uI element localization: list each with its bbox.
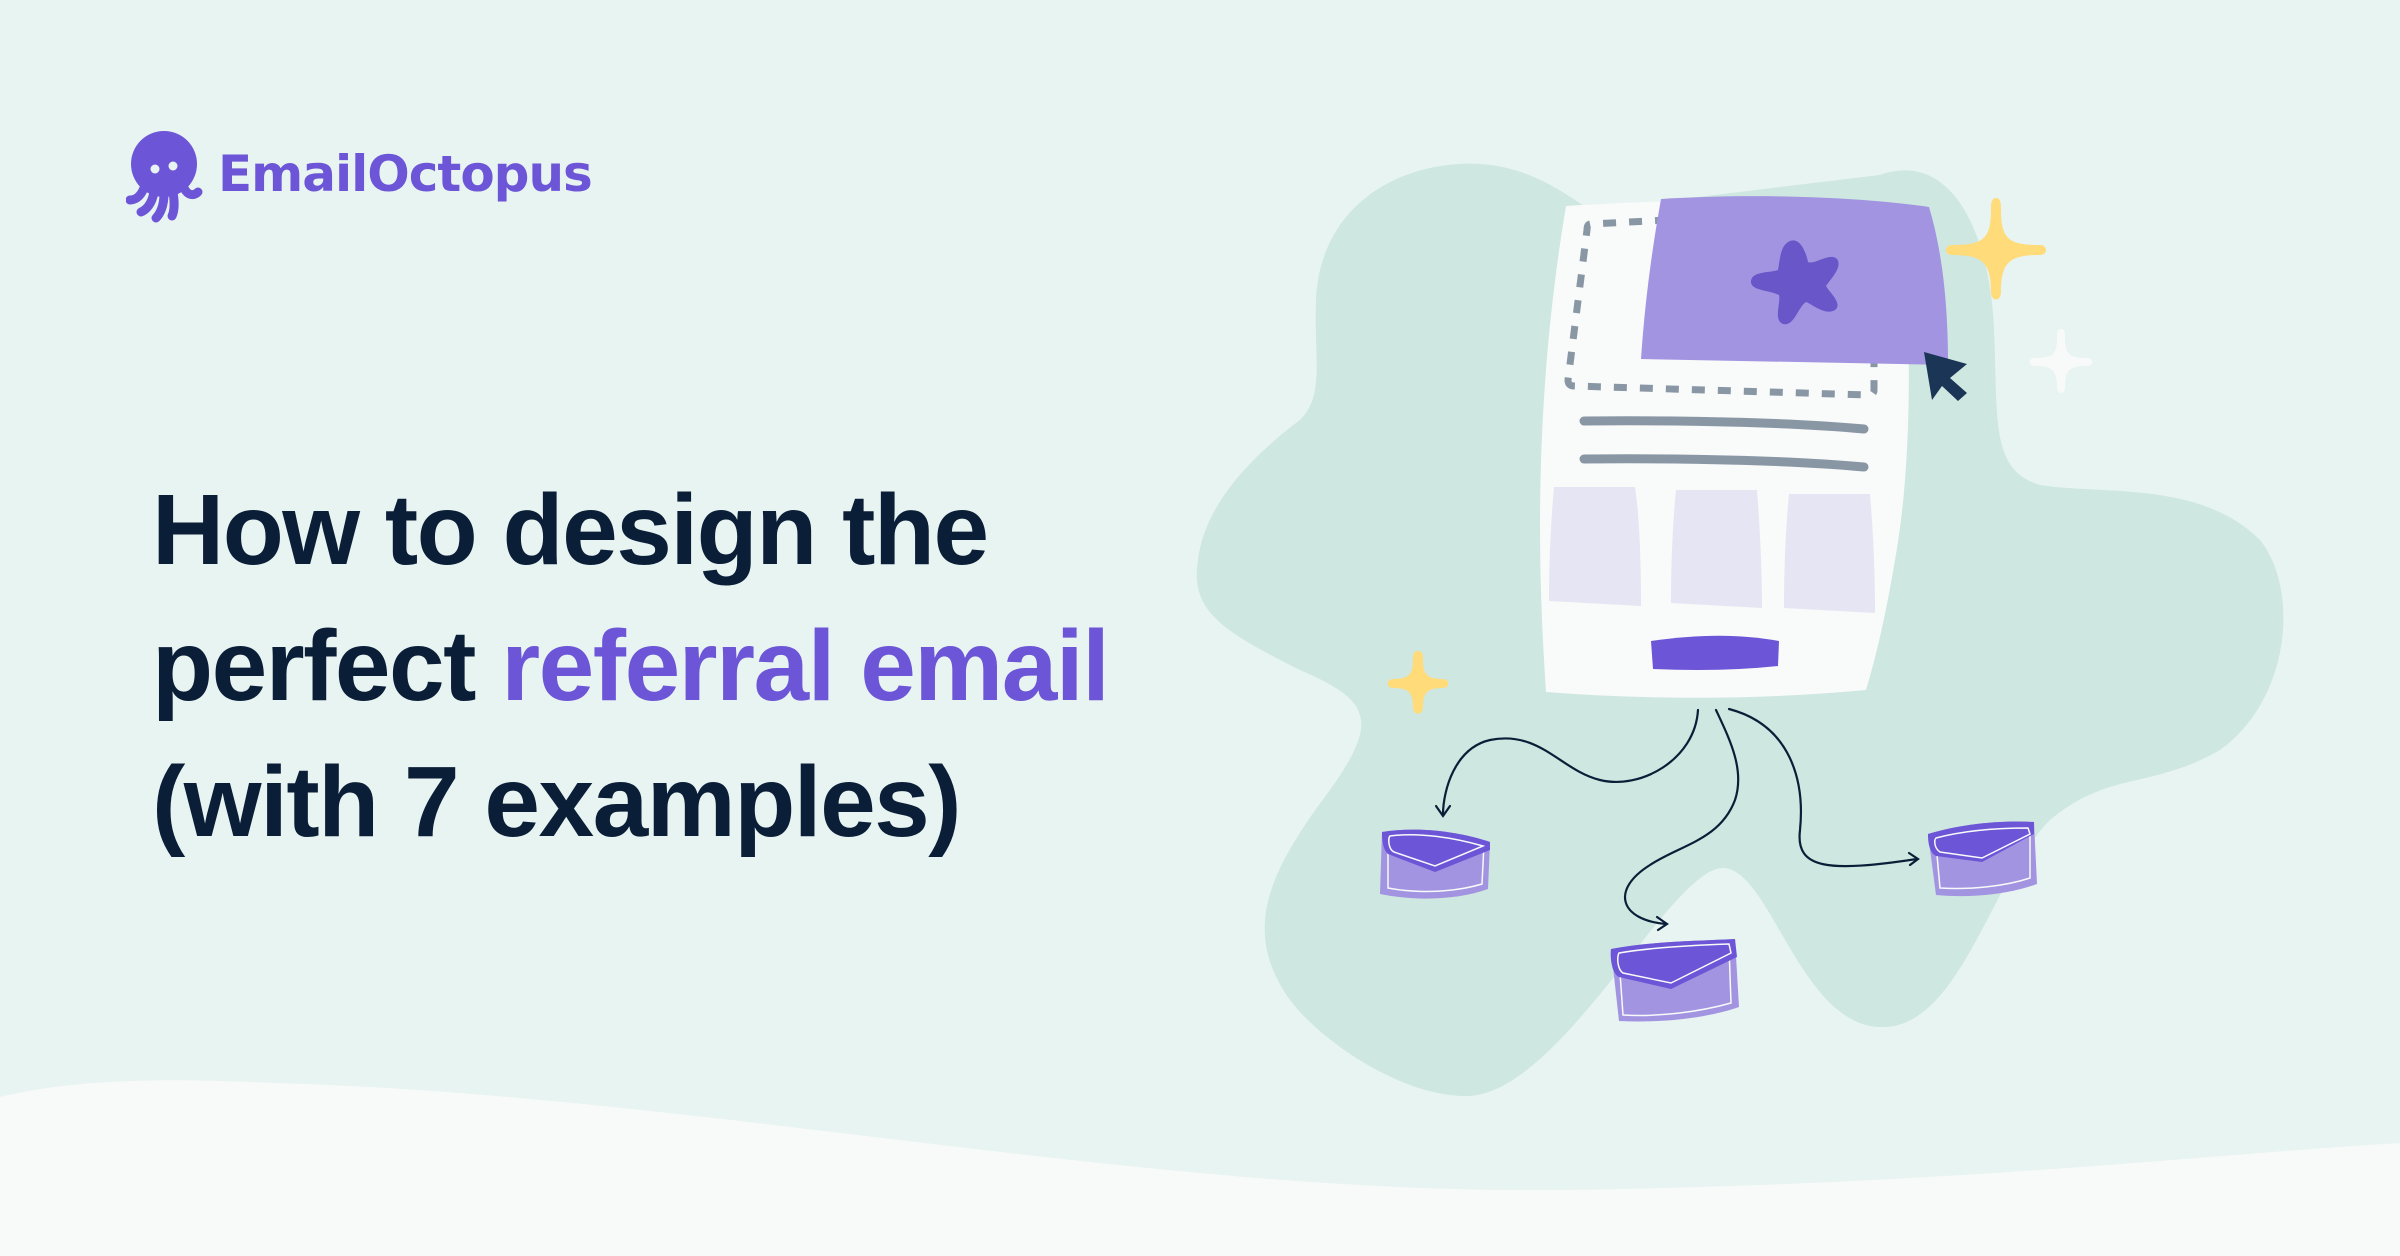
email-document	[1540, 196, 1948, 698]
title-line-2-prefix: perfect	[152, 610, 502, 722]
cursor-icon	[1924, 352, 1967, 401]
cta-button	[1651, 635, 1779, 670]
sparkle-icon	[2029, 329, 2093, 393]
title-line-3: (with 7 examples)	[152, 746, 962, 858]
content-box	[1784, 494, 1875, 613]
envelope-icon	[1928, 821, 2037, 897]
title-accent: referral email	[501, 610, 1110, 722]
sparkle-icon	[1946, 198, 2046, 300]
text-line	[1579, 454, 1869, 472]
content-box	[1671, 490, 1762, 608]
octopus-logo-icon	[126, 131, 203, 223]
dashed-frame	[1564, 216, 1878, 399]
content-box	[1549, 487, 1641, 606]
brand-name: EmailOctopus	[218, 145, 593, 203]
send-arrows	[1434, 707, 1920, 932]
title-line-1: How to design the	[152, 474, 989, 586]
bottom-wave	[0, 1080, 2400, 1256]
sparkle-icon	[1387, 651, 1449, 714]
text-line	[1579, 416, 1869, 434]
page-title: How to design the perfect referral email…	[152, 462, 1252, 870]
brand-logo[interactable]: EmailOctopus	[126, 126, 593, 226]
envelope-icon	[1380, 829, 1490, 899]
star-icon	[1750, 240, 1839, 325]
envelope-icon	[1610, 939, 1739, 1022]
